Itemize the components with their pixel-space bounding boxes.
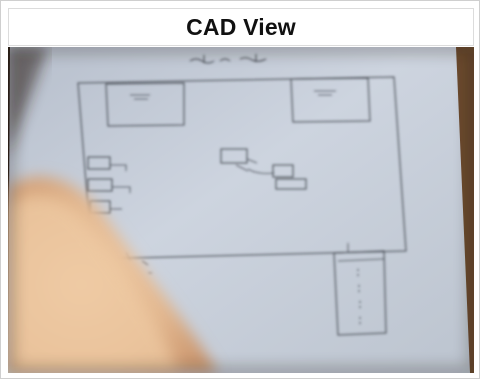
corridor-extension bbox=[333, 250, 387, 336]
corner-shadow bbox=[8, 47, 48, 157]
cad-photo bbox=[8, 47, 474, 373]
finger-blur bbox=[8, 176, 218, 373]
center-block-c bbox=[275, 178, 307, 190]
title-bar: CAD View bbox=[8, 8, 474, 46]
left-item-b bbox=[87, 178, 113, 192]
center-block-a bbox=[220, 148, 248, 164]
left-item-a bbox=[87, 156, 111, 170]
room-top-right bbox=[290, 77, 371, 123]
panel-title: CAD View bbox=[186, 13, 296, 40]
cad-photo-image bbox=[8, 47, 474, 373]
room-top-left bbox=[105, 82, 185, 127]
center-block-b bbox=[272, 164, 294, 178]
